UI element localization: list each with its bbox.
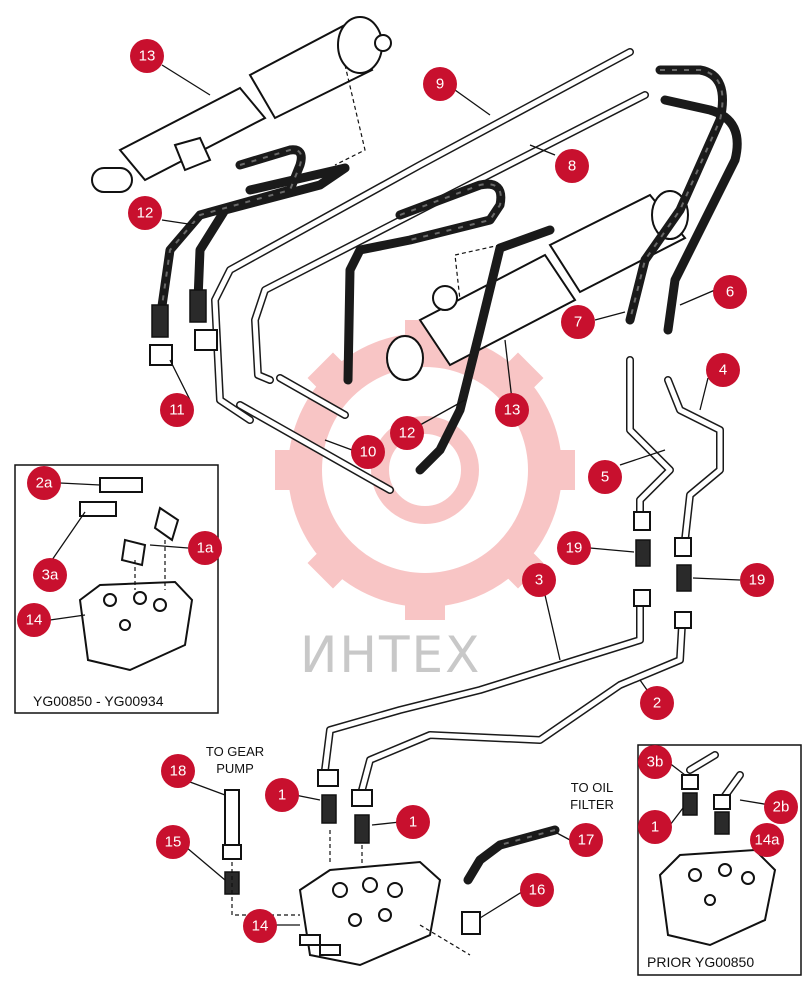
- steel-line-9: [211, 48, 634, 424]
- callout-16: 16: [520, 873, 554, 907]
- to-gear-pump-label-line1: TO GEAR: [206, 744, 264, 759]
- svg-text:12: 12: [399, 425, 416, 442]
- hoses-12-13-middle: [343, 179, 555, 475]
- callout-14-inset: 14: [17, 603, 51, 637]
- fittings-11: [149, 289, 218, 366]
- to-oil-filter-label-line1: TO OIL: [571, 780, 613, 795]
- to-oil-filter-label-line2: FILTER: [570, 797, 614, 812]
- svg-text:14a: 14a: [754, 832, 780, 849]
- callout-13-middle: 13: [495, 393, 529, 427]
- callout-14: 14: [243, 909, 277, 943]
- callout-12-upper: 12: [128, 196, 162, 230]
- svg-text:3b: 3b: [647, 754, 664, 771]
- svg-text:10: 10: [360, 444, 377, 461]
- to-gear-pump-label-line2: PUMP: [216, 761, 254, 776]
- callout-9: 9: [423, 67, 457, 101]
- callout-3: 3: [522, 563, 556, 597]
- svg-text:12: 12: [137, 205, 154, 222]
- callout-10: 10: [351, 435, 385, 469]
- hoses-12-upper: [155, 145, 350, 325]
- callout-2: 2: [640, 686, 674, 720]
- svg-text:2a: 2a: [36, 475, 53, 492]
- callout-19-left: 19: [557, 531, 591, 565]
- svg-text:1a: 1a: [197, 540, 214, 557]
- hoses-6-7: [625, 65, 742, 335]
- callout-11: 11: [160, 393, 194, 427]
- svg-text:7: 7: [574, 314, 582, 331]
- upper-cylinder: [91, 16, 392, 193]
- svg-text:14: 14: [252, 918, 269, 935]
- svg-text:16: 16: [529, 882, 546, 899]
- svg-text:15: 15: [165, 834, 182, 851]
- callout-1-left: 1: [265, 778, 299, 812]
- svg-text:6: 6: [726, 284, 734, 301]
- middle-cylinder: [386, 190, 689, 381]
- callout-3b: 3b: [638, 745, 672, 779]
- callout-13-upper: 13: [130, 39, 164, 73]
- callout-4: 4: [706, 353, 740, 387]
- svg-text:13: 13: [139, 48, 156, 65]
- svg-text:11: 11: [169, 402, 185, 419]
- callout-19-right: 19: [740, 563, 774, 597]
- svg-text:9: 9: [436, 76, 444, 93]
- callout-1a: 1a: [188, 531, 222, 565]
- callout-15: 15: [156, 825, 190, 859]
- steel-line-5: [626, 356, 674, 524]
- callout-3a: 3a: [33, 558, 67, 592]
- steel-line-3: [321, 596, 644, 774]
- svg-text:14: 14: [26, 612, 43, 629]
- svg-text:3: 3: [535, 572, 543, 589]
- steel-lines-10: [236, 374, 394, 494]
- callout-17: 17: [569, 823, 603, 857]
- svg-text:2b: 2b: [773, 799, 790, 816]
- svg-text:18: 18: [170, 763, 187, 780]
- fittings-1: [317, 769, 373, 844]
- steel-line-4: [664, 376, 724, 544]
- svg-text:13: 13: [504, 402, 521, 419]
- callout-18: 18: [161, 754, 195, 788]
- svg-text:2: 2: [653, 695, 661, 712]
- callout-1-right: 1: [396, 805, 430, 839]
- svg-text:8: 8: [568, 158, 576, 175]
- assembly-lines: [231, 64, 501, 956]
- oil-filter-hose-17: [463, 825, 560, 885]
- svg-text:19: 19: [749, 572, 766, 589]
- callout-2a: 2a: [27, 466, 61, 500]
- callout-7: 7: [561, 305, 595, 339]
- callout-2b: 2b: [764, 790, 798, 824]
- svg-text:5: 5: [601, 469, 609, 486]
- suction-tube-18: [222, 789, 242, 860]
- inset-right-caption: PRIOR YG00850: [647, 954, 754, 970]
- svg-text:1: 1: [409, 814, 417, 831]
- steel-line-2: [358, 621, 686, 794]
- fittings-19: [633, 511, 692, 629]
- callout-5: 5: [588, 460, 622, 494]
- callout-6: 6: [713, 275, 747, 309]
- svg-text:1: 1: [278, 787, 286, 804]
- svg-text:1: 1: [651, 819, 659, 836]
- svg-text:3a: 3a: [42, 567, 59, 584]
- watermark-text: ИНТЕХ: [300, 626, 481, 684]
- fitting-16: [461, 911, 481, 935]
- inset-left-caption: YG00850 - YG00934: [33, 693, 164, 709]
- callout-12-middle: 12: [390, 416, 424, 450]
- svg-text:4: 4: [719, 362, 727, 379]
- svg-text:17: 17: [578, 832, 595, 849]
- callout-8: 8: [555, 149, 589, 183]
- callout-14a: 14a: [750, 823, 784, 857]
- callout-1-inset: 1: [638, 810, 672, 844]
- svg-text:19: 19: [566, 540, 583, 557]
- inset-right: PRIOR YG00850: [637, 744, 802, 976]
- control-valve-14: [298, 860, 442, 967]
